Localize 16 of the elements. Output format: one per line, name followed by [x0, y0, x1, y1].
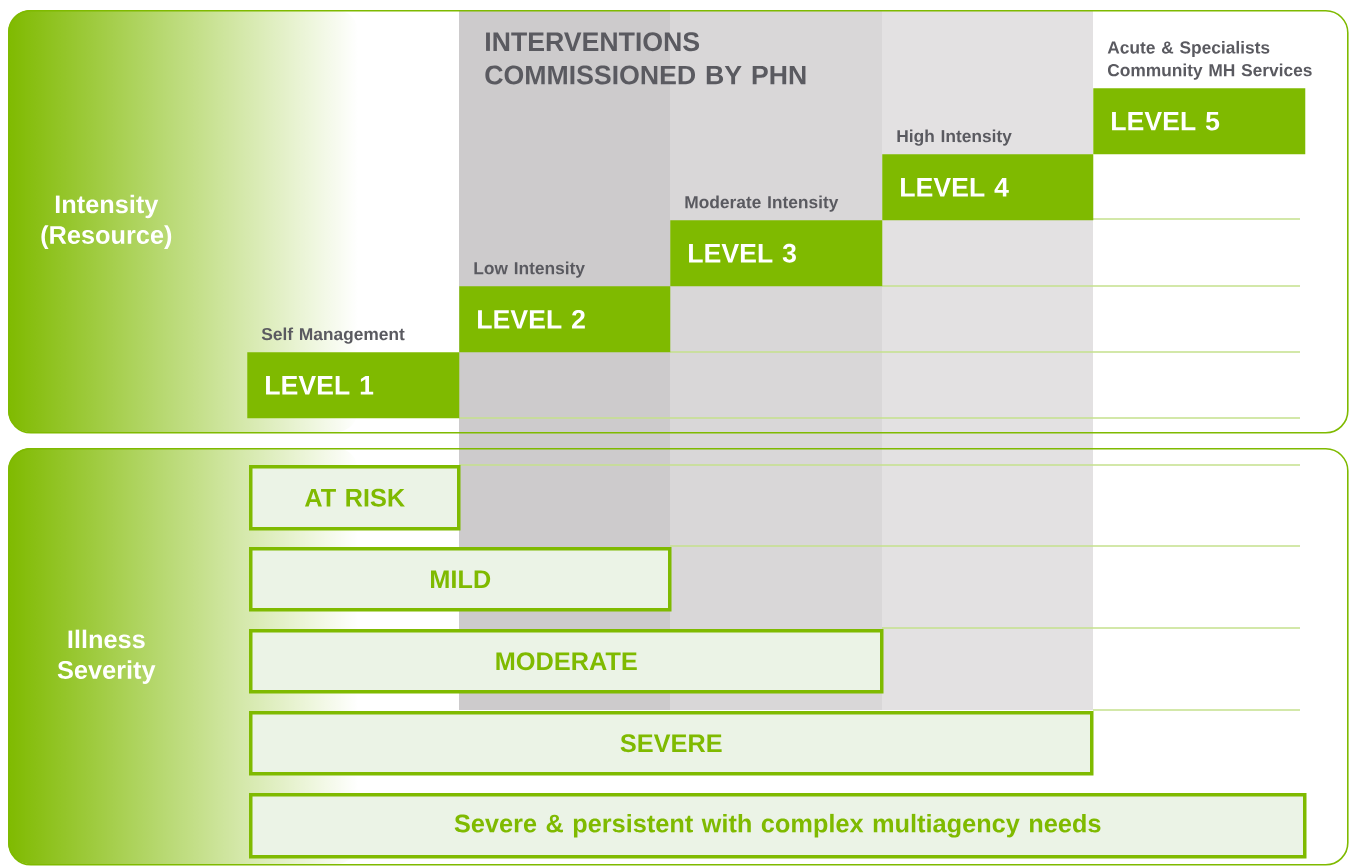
- level-box: LEVEL 1: [247, 352, 460, 419]
- level-box: LEVEL 5: [1093, 88, 1306, 155]
- level-label: Low Intensity: [474, 261, 585, 278]
- severity-bar: MILD: [249, 547, 672, 612]
- level-box: LEVEL 3: [670, 220, 883, 287]
- severity-bar: AT RISK: [249, 465, 461, 531]
- severity-bar: SEVERE: [249, 711, 1094, 776]
- level-label: High Intensity: [897, 129, 1012, 146]
- level-box: LEVEL 2: [459, 286, 671, 353]
- level-label: Acute & Specialists Community MH Services: [1107, 40, 1312, 80]
- level-label: Moderate Intensity: [685, 195, 839, 212]
- heading: INTERVENTIONS COMMISSIONED BY PHN: [485, 32, 806, 85]
- level-box: LEVEL 4: [882, 154, 1094, 221]
- severity-bar: MODERATE: [249, 629, 884, 694]
- severity-bar: Severe & persistent with complex multiagency needs: [249, 793, 1307, 859]
- level-label: Self Management: [261, 327, 405, 344]
